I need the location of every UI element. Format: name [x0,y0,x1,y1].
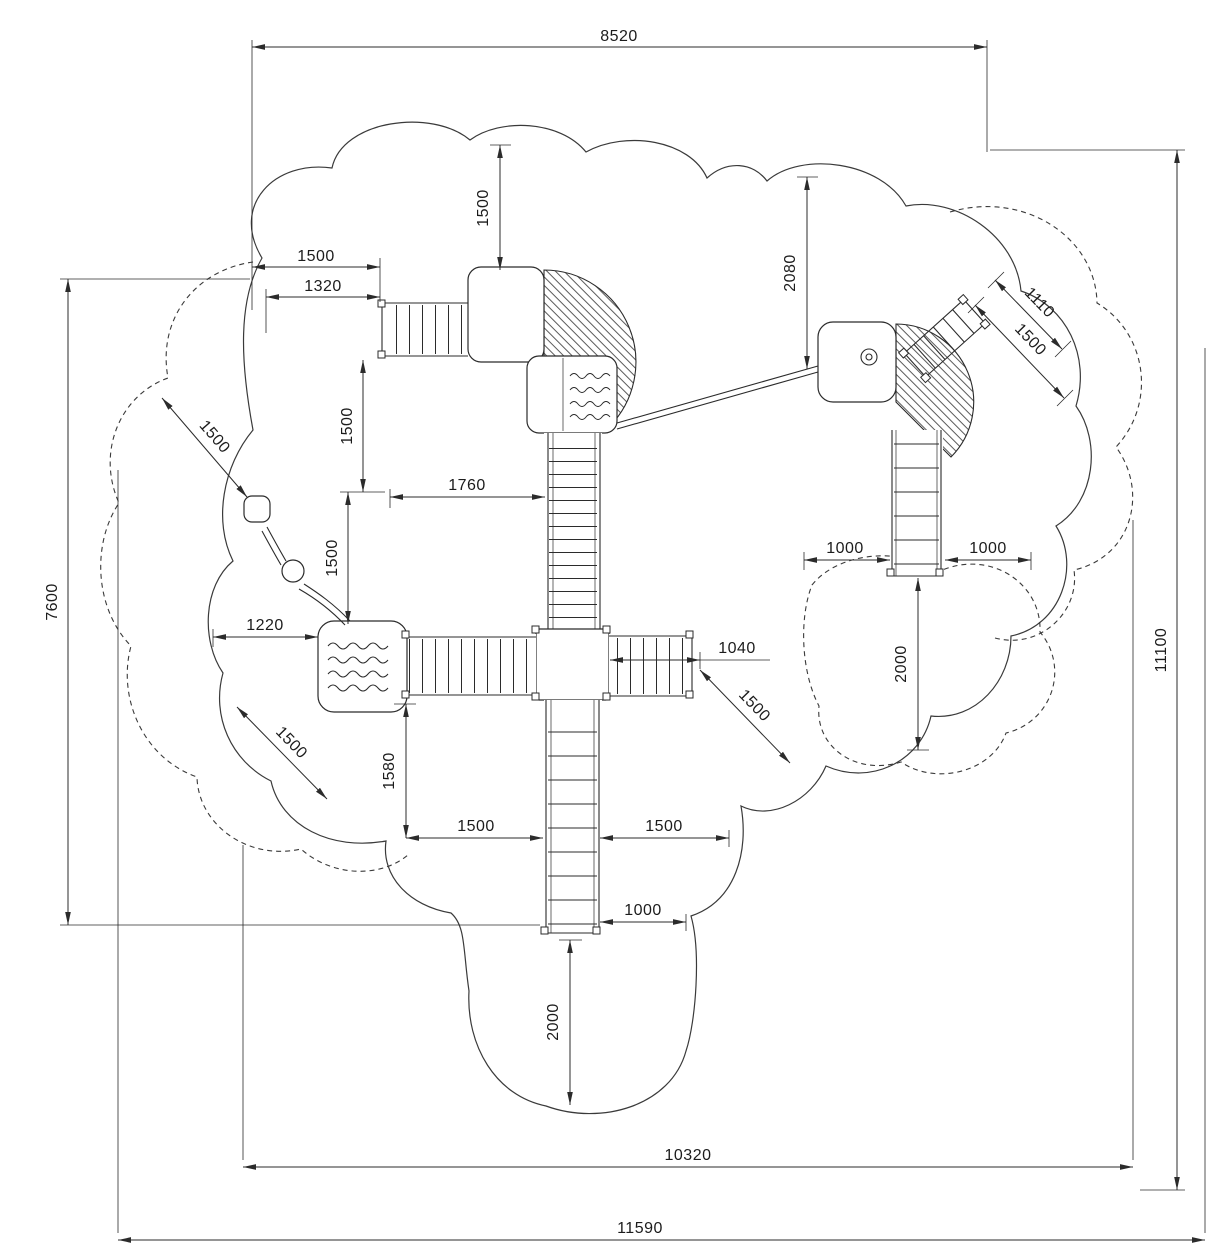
dim-label: 1000 [969,540,1007,557]
zipline-rail-lower [616,371,819,430]
slide-fan-right [895,323,975,458]
dim-label: 1760 [448,477,486,494]
dim-top-clearance: 1500 [475,144,511,270]
center-tower [535,628,610,701]
dim-right-height: 11100 [990,149,1185,1191]
dim-right-drop: 2000 [893,578,929,751]
dim-bottom-right-span: 1500 [600,818,730,847]
dim-bottom-left-span: 1500 [406,818,543,841]
dim-label: 1000 [826,540,864,557]
dim-label: 1000 [624,902,662,919]
diagonal-stair [897,293,991,384]
wave-panel-tower-top [526,355,618,434]
dim-label: 1500 [645,818,683,835]
dim-bottom-gap: 1000 [600,902,687,931]
right-descent-ladder [890,430,943,577]
dim-lower-tower-drop: 1580 [381,703,416,838]
dim-label: 1500 [457,818,495,835]
dim-bottom-drop: 2000 [545,939,582,1105]
balance-ball [281,559,305,583]
bottom-ladder [544,700,602,935]
wave-panel-tower-left [317,620,408,713]
dim-label: 11100 [1153,628,1170,673]
dim-label: 7600 [44,583,61,621]
dim-label: 1500 [196,417,233,457]
dim-ladder-width: 1040 [610,640,770,669]
dim-left-height: 7600 [44,278,540,926]
dim-upper-left-inner: 1320 [265,278,380,333]
safety-area-dashed-right [949,206,1143,641]
dim-label: 1580 [381,752,398,790]
equipment [243,266,991,935]
dim-rope-clearance: 1500 [161,397,248,498]
dim-label: 10320 [665,1147,712,1164]
dim-label: 1040 [718,640,756,657]
steering-wheel-icon [860,348,878,366]
dim-ramp-left: 1000 [803,540,890,570]
dim-ramp-right: 1000 [945,540,1032,570]
dim-upper-mid-drop: 2080 [782,176,818,369]
dim-bottom-outer-width: 11590 [117,348,1206,1243]
dim-label: 11590 [617,1220,663,1237]
right-tower [817,321,897,403]
dim-upper-left-outer: 1500 [252,248,381,302]
center-right-ladder [609,634,693,698]
dim-label: 1220 [246,617,284,634]
dim-tower-gap: 1500 [324,492,351,624]
dim-label: 1500 [339,407,356,445]
zipline-rail-upper [616,365,819,424]
dim-bridge-drop: 1500 [339,360,385,493]
corner-posts [377,299,944,935]
dim-label: 1500 [324,539,341,577]
dim-left-edge-gap: 1220 [212,617,318,647]
dim-label: 1500 [297,248,335,265]
dim-label: 8520 [600,28,638,45]
dim-bottom-inner-width: 10320 [242,520,1134,1170]
top-bridge [381,302,468,357]
dim-label: 2000 [893,645,910,683]
balance-step [243,495,271,523]
climbing-net-vertical [544,433,602,632]
dim-label: 1320 [304,278,342,295]
safety-area-solid-outline [207,121,1092,1115]
dim-deck-width: 1760 [389,477,545,508]
center-left-bridge [406,634,536,697]
top-tower-deck [467,266,545,363]
dim-label: 2000 [545,1003,562,1041]
dim-label: 1500 [475,189,492,227]
safety-area-dashed-left [100,261,409,872]
dim-label: 2080 [782,254,799,292]
